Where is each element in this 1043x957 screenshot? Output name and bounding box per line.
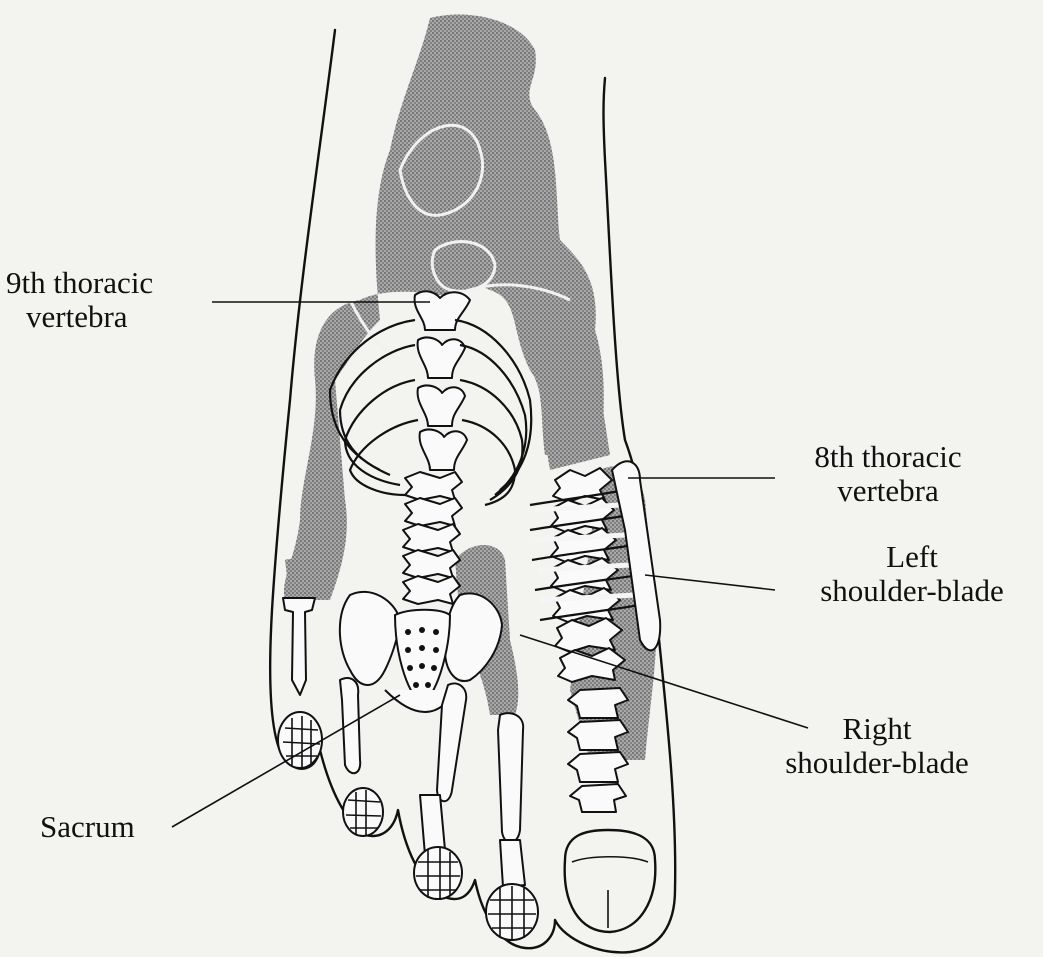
leader-left-shoulder [645, 575, 775, 590]
big-toenail [565, 830, 656, 932]
label-left-line2: shoulder-blade [786, 574, 1038, 608]
label-9th-line1: 9th thoracic [6, 266, 153, 300]
label-sacrum: Sacrum [40, 810, 135, 844]
label-right-shoulder-blade: Right shoulder-blade [752, 712, 1002, 780]
label-9th-line2: vertebra [6, 300, 153, 334]
label-8th-line1: 8th thoracic [788, 440, 988, 474]
label-left-shoulder-blade: Left shoulder-blade [786, 540, 1038, 608]
label-right-line1: Right [752, 712, 1002, 746]
label-9th-thoracic-vertebra: 9th thoracic vertebra [6, 266, 153, 334]
label-sacrum-text: Sacrum [40, 810, 135, 844]
label-8th-thoracic-vertebra: 8th thoracic vertebra [788, 440, 988, 508]
label-8th-line2: vertebra [788, 474, 988, 508]
lumbar-vertebrae [403, 472, 462, 604]
pelvis [340, 592, 502, 712]
label-left-line1: Left [786, 540, 1038, 574]
label-right-line2: shoulder-blade [752, 746, 1002, 780]
